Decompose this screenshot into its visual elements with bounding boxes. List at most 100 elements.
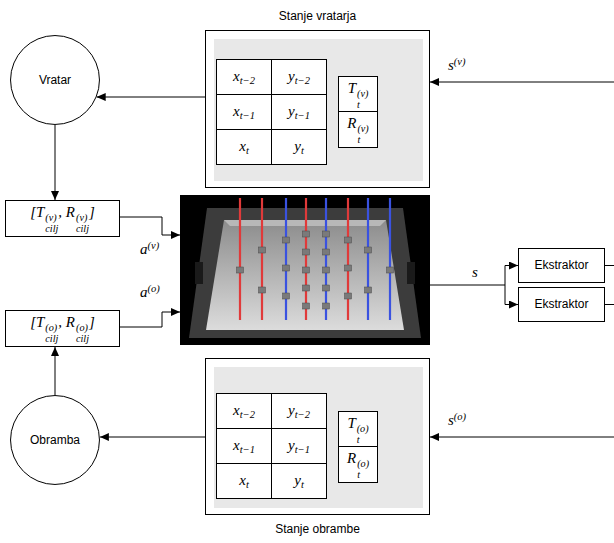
- player: [303, 303, 310, 309]
- math-part: y: [288, 402, 295, 418]
- table-cell: xt−1: [216, 428, 272, 464]
- node-label: yt−2: [288, 67, 310, 88]
- math-part: x: [239, 138, 246, 154]
- math-part: t−2: [240, 75, 255, 86]
- table-cell: Tt(o): [338, 411, 378, 448]
- math-part: cilj: [45, 224, 58, 234]
- table-cell: xt: [216, 129, 272, 165]
- math-part: (v): [148, 240, 160, 251]
- agent-circle: Obramba: [10, 395, 100, 485]
- rods: [240, 198, 390, 320]
- table-cell: Rt(o): [338, 446, 378, 483]
- math-index: t(v): [357, 89, 368, 109]
- rod-blue: [367, 198, 369, 320]
- math-part: t−2: [295, 409, 310, 420]
- action-wire: [120, 312, 180, 327]
- player: [303, 285, 310, 291]
- math-part: t: [301, 145, 304, 156]
- flow-arrow: [55, 347, 56, 395]
- player: [283, 237, 290, 243]
- rod-red: [347, 198, 349, 320]
- math-index: cilj(v): [45, 213, 58, 233]
- signal-label: s: [472, 263, 478, 281]
- player: [303, 267, 310, 273]
- player: [283, 293, 290, 299]
- math-part: t: [246, 145, 249, 156]
- node-label: yt−1: [288, 102, 310, 123]
- math-part: (o): [148, 283, 160, 294]
- math-part: t−1: [240, 110, 255, 121]
- math-index: cilj(o): [45, 323, 58, 343]
- node-label: yt: [294, 471, 304, 492]
- flow-arrow: [55, 125, 56, 200]
- rod-red: [305, 198, 307, 320]
- table-cell: Rt(v): [338, 111, 378, 148]
- state-box: Stanje obrambext−2yt−2xt−1yt−1xtytTt(o)R…: [205, 358, 430, 515]
- math-part: t−1: [295, 444, 310, 455]
- math-part: (v): [76, 213, 89, 223]
- table-cell: yt: [271, 129, 327, 165]
- node-label: yt−1: [288, 436, 310, 457]
- table-cell: xt: [216, 463, 272, 499]
- math-part: a: [140, 241, 148, 257]
- math-part: y: [294, 472, 301, 488]
- process-box: Ekstraktor: [518, 248, 605, 283]
- math-part: ,: [58, 314, 66, 330]
- node-label: yt−2: [288, 401, 310, 422]
- player: [345, 237, 352, 243]
- rod-red: [261, 198, 263, 320]
- player: [387, 267, 394, 273]
- state-wire: [505, 304, 518, 305]
- table-image-ground: [180, 195, 430, 345]
- math-part: [: [30, 204, 36, 220]
- node-label: Ekstraktor: [534, 258, 588, 272]
- player: [323, 249, 330, 255]
- player: [283, 265, 290, 271]
- node-label: xt−1: [233, 102, 255, 123]
- math-part: T: [347, 415, 355, 431]
- node-label: xt: [239, 137, 249, 158]
- math-part: (v): [357, 89, 368, 99]
- node-label: Ekstraktor: [534, 297, 588, 311]
- signal-label: a(v): [140, 240, 159, 258]
- node-label: yt: [294, 137, 304, 158]
- math-index: t(o): [357, 459, 369, 479]
- node-label: Obramba: [30, 433, 80, 447]
- math-part: y: [288, 103, 295, 119]
- state-in-wire: [430, 82, 614, 83]
- math-part: T: [348, 80, 356, 96]
- math-index: t(o): [357, 424, 369, 444]
- math-part: R: [66, 314, 75, 330]
- math-part: t: [357, 435, 369, 445]
- node-label: xt−2: [233, 401, 255, 422]
- action-wire: [120, 217, 180, 235]
- math-part: y: [294, 138, 301, 154]
- math-part: x: [233, 103, 240, 119]
- math-part: s: [472, 264, 478, 280]
- math-part: x: [239, 472, 246, 488]
- table-cell: yt−2: [271, 59, 327, 95]
- player: [323, 267, 330, 273]
- node-label: Vratar: [39, 73, 71, 87]
- process-box: [Tcilj(o), Rcilj(o)]: [5, 310, 120, 347]
- node-label: [Tcilj(o), Rcilj(o)]: [30, 313, 95, 343]
- math-part: ]: [89, 204, 95, 220]
- math-part: T: [36, 314, 44, 330]
- table-cell: Tt(v): [338, 76, 378, 113]
- extractor-out-wire: [605, 304, 614, 305]
- math-part: (v): [357, 124, 368, 134]
- state-wire: [430, 285, 505, 286]
- math-part: s: [448, 412, 454, 428]
- node-label: Tt(o): [347, 414, 368, 444]
- math-index: cilj(o): [76, 323, 89, 343]
- math-index: t(v): [357, 124, 368, 144]
- flow-arrow: [100, 437, 205, 438]
- math-part: t−1: [295, 110, 310, 121]
- signal-label: s(v): [448, 56, 466, 74]
- process-box: Ekstraktor: [518, 287, 605, 322]
- math-part: y: [288, 437, 295, 453]
- math-part: cilj: [45, 334, 58, 344]
